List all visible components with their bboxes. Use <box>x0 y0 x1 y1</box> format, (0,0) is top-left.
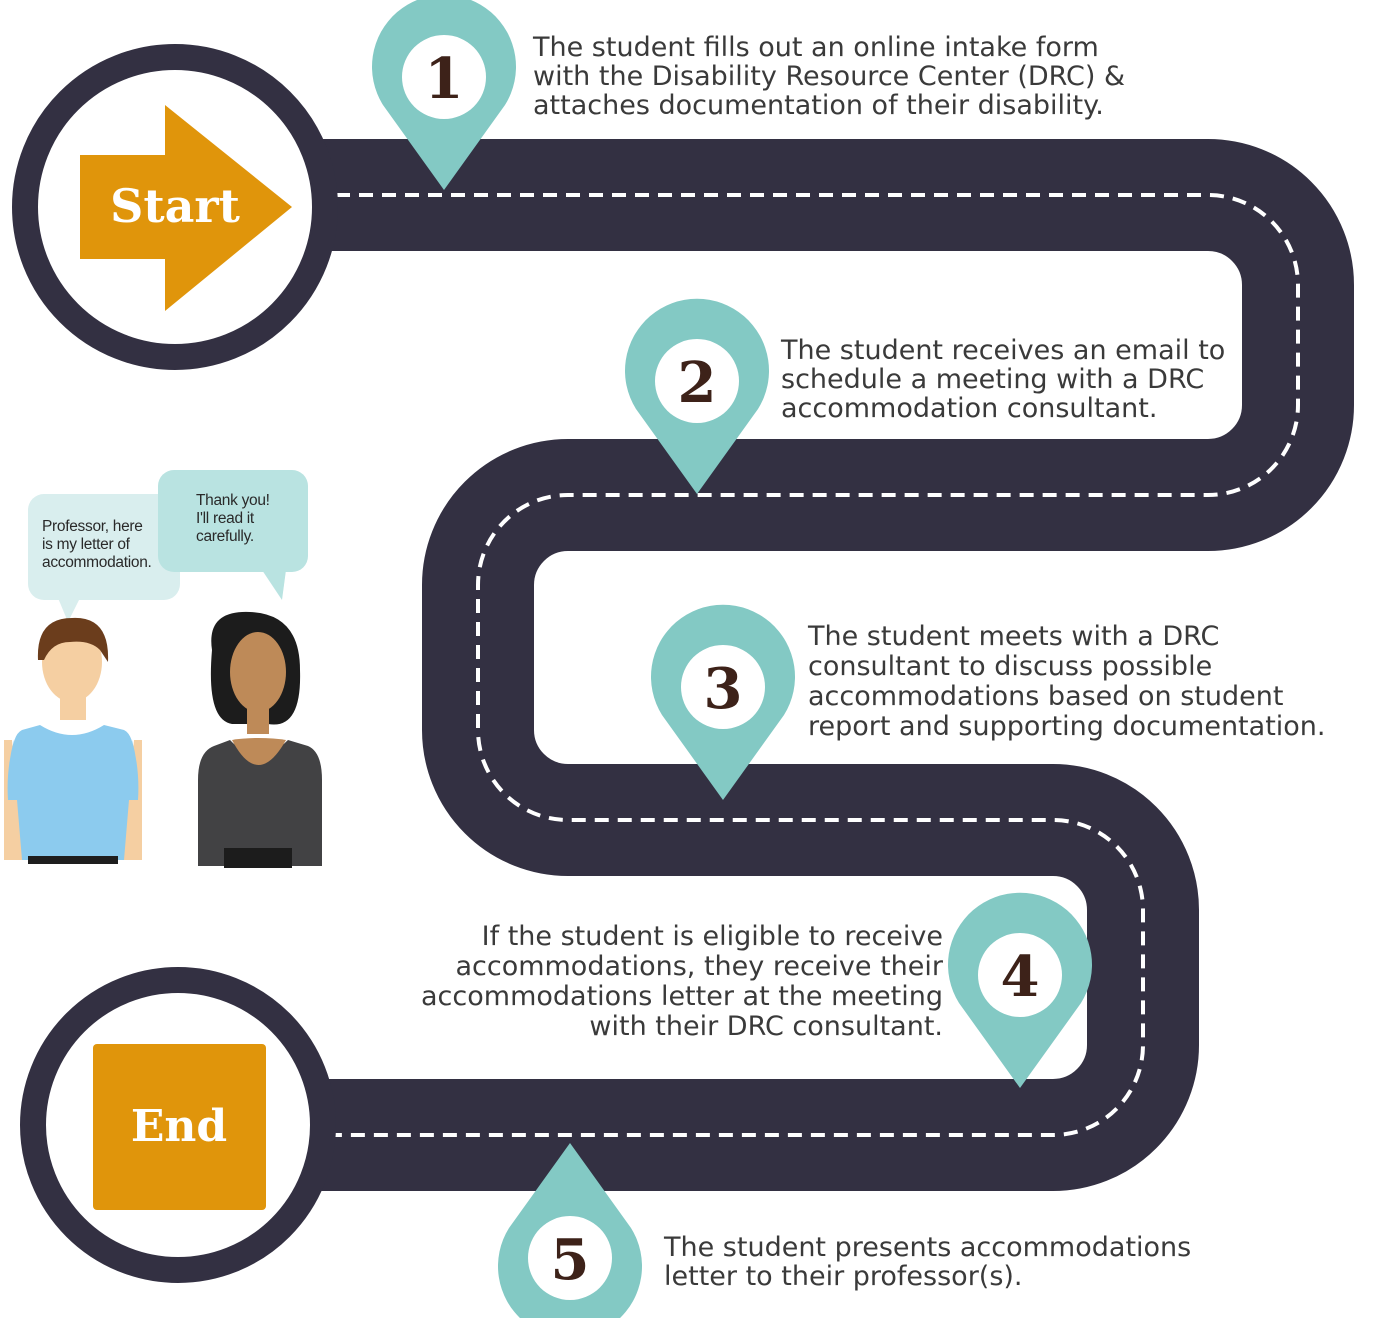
start-arrow-icon <box>80 105 292 311</box>
step-1-text: The student fills out an online intake f… <box>533 32 1126 121</box>
start-marker: Start <box>12 44 338 370</box>
step-4-pin-icon: 4 <box>948 892 1093 1088</box>
step-3-number: 3 <box>704 656 743 722</box>
step-5-pin-icon: 5 <box>498 1143 642 1323</box>
road-center-line <box>175 193 1300 1137</box>
step-2-text: The student receives an email to schedul… <box>781 335 1226 424</box>
student-figure-icon <box>4 617 142 864</box>
step-4-text: If the student is eligible to receive ac… <box>421 921 943 1042</box>
professor-bubble-text: Thank you! I'll read it carefully. <box>196 492 270 545</box>
professor-figure-icon <box>198 611 322 868</box>
step-3-text: The student meets with a DRC consultant … <box>808 621 1326 742</box>
start-label: Start <box>110 179 241 233</box>
step-5-number: 5 <box>551 1227 590 1293</box>
speech-bubble-student <box>28 494 180 622</box>
step-5-text: The student presents accommodations lett… <box>664 1232 1192 1292</box>
end-square-icon <box>93 1044 266 1210</box>
student-bubble-text: Professor, here is my letter of accommod… <box>42 518 152 571</box>
step-1-number: 1 <box>425 46 464 112</box>
step-3-pin-icon: 3 <box>651 604 796 800</box>
step-2-pin-icon: 2 <box>624 298 769 494</box>
step-4-number: 4 <box>1001 944 1040 1010</box>
road <box>175 139 1354 1191</box>
step-1-pin-icon: 1 <box>372 0 516 190</box>
end-label: End <box>131 1101 227 1152</box>
step-2-number: 2 <box>678 350 717 416</box>
speech-bubble-professor <box>158 470 308 600</box>
end-marker: End <box>20 967 336 1283</box>
